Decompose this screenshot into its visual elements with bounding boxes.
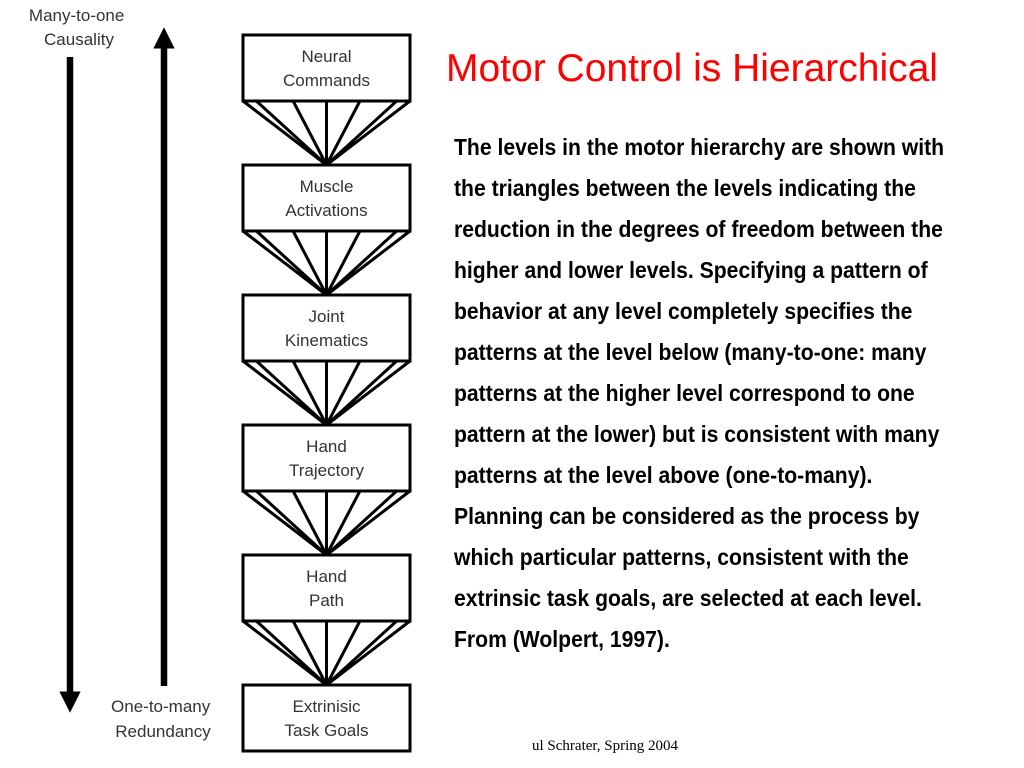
level-label-line1: Muscle — [300, 177, 354, 196]
hierarchy-diagram: Many-to-one Causality One-to-many Redund… — [29, 6, 412, 753]
slide-title: Motor Control is Hierarchical — [446, 47, 938, 90]
level-box-border — [241, 33, 412, 103]
bottom-label-line2: Redundancy — [115, 722, 211, 741]
footer-credit: ul Schrater, Spring 2004 — [532, 738, 679, 754]
level-label-line2: Commands — [283, 71, 370, 90]
level-label-line1: Neural — [301, 47, 351, 66]
level-label-line2: Activations — [285, 201, 367, 220]
body-paragraph: The levels in the motor hierarchy are sh… — [454, 134, 945, 652]
triangle-edges — [242, 489, 411, 557]
reduction-triangle-fan — [242, 229, 411, 297]
level-label-line1: Hand — [306, 567, 347, 586]
triangle-edges — [242, 619, 411, 687]
bottom-label-line1: One-to-many — [111, 697, 211, 716]
level-label-line1: Joint — [309, 307, 345, 326]
level-box-border — [241, 293, 412, 363]
triangle-edges — [242, 229, 411, 297]
level-label-line1: Extrinisic — [292, 697, 361, 716]
level-label-line2: Kinematics — [285, 331, 368, 350]
level-label-line2: Path — [309, 591, 344, 610]
triangle-edges — [242, 359, 411, 427]
level-box-border — [241, 423, 412, 493]
level-box-border — [241, 163, 412, 233]
level-label-line1: Hand — [306, 437, 347, 456]
bottom-label: One-to-many Redundancy — [111, 697, 215, 741]
reduction-triangle-fan — [242, 619, 411, 687]
reduction-triangle-fan — [242, 99, 411, 167]
triangle-edges — [242, 99, 411, 167]
reduction-triangle-fan — [242, 359, 411, 427]
reduction-triangle-fan — [242, 489, 411, 557]
top-label-line2: Causality — [44, 30, 114, 49]
level-stack: NeuralCommandsMuscleActivationsJointKine… — [241, 33, 412, 753]
top-label-line1: Many-to-one — [29, 6, 124, 25]
level-label-line2: Task Goals — [284, 721, 368, 740]
level-label-line2: Trajectory — [289, 461, 364, 480]
top-label: Many-to-one Causality — [29, 6, 129, 49]
level-box-border — [241, 553, 412, 623]
level-box-border — [241, 683, 412, 753]
